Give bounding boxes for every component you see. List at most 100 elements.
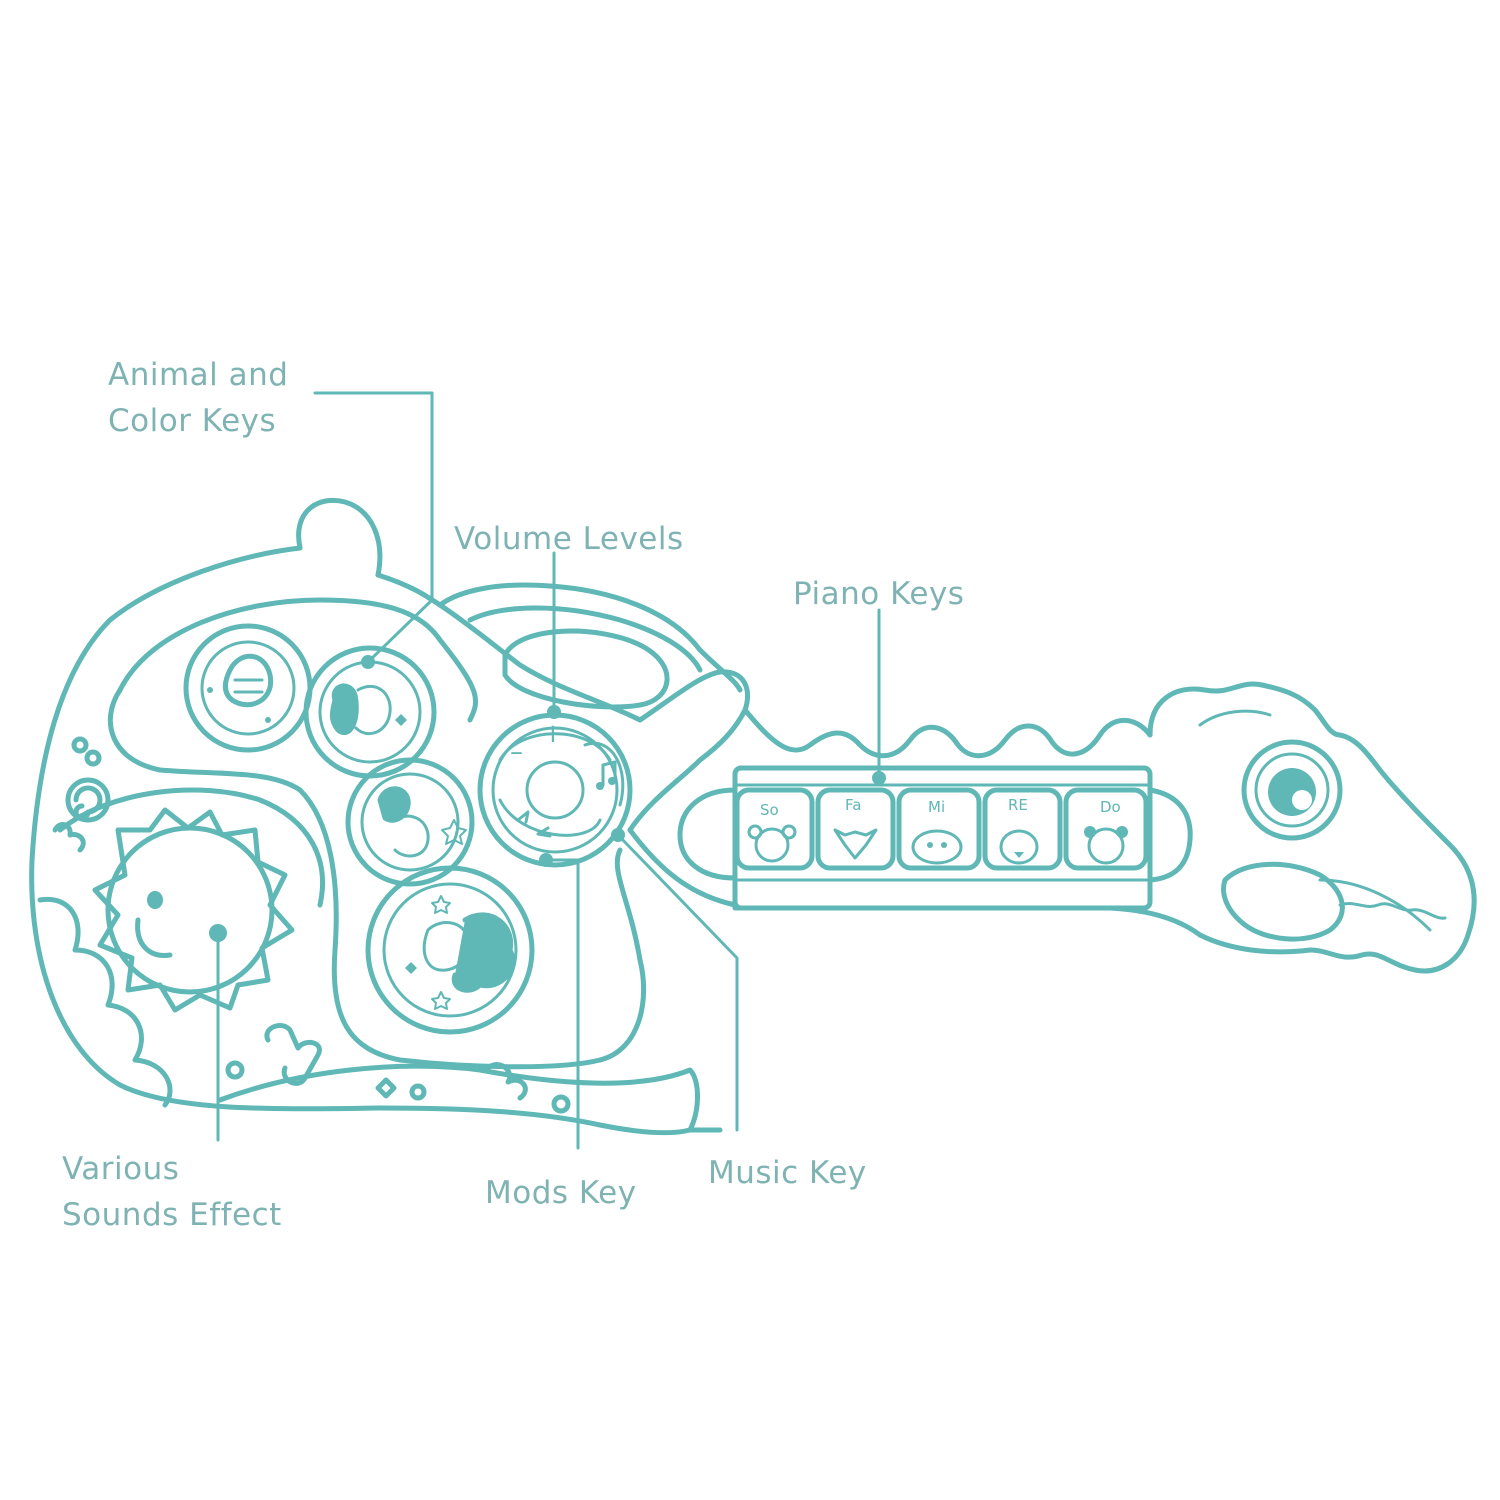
- horn-hole: [502, 628, 670, 710]
- bird-icon: [999, 829, 1039, 865]
- star-icon: [431, 895, 451, 914]
- dino-eye-icon: [1241, 739, 1343, 841]
- sun-face-icon: [57, 787, 325, 1013]
- neck-spikes: [742, 707, 1153, 759]
- label-various-sounds-effect: Various Sounds Effect: [62, 1146, 282, 1238]
- body-outline-top: [375, 572, 643, 723]
- piano-key-mi: Mi: [896, 787, 982, 871]
- animal-key-chick: [345, 757, 475, 887]
- heart-icon: [395, 714, 407, 726]
- inner-body-lower: [107, 687, 603, 1070]
- guitar-neck: [627, 707, 1203, 938]
- guitar-body: [29, 497, 751, 1136]
- cow-icon: [329, 683, 359, 735]
- leader-dot: [872, 771, 886, 785]
- label-volume-levels: Volume Levels: [454, 521, 684, 557]
- heart-icon: [405, 962, 417, 974]
- inner-body-right: [597, 847, 647, 1063]
- decor-bone: [485, 1062, 528, 1101]
- scalloped-edge: [37, 896, 173, 1108]
- heart-icon: [375, 1077, 397, 1099]
- panda-icon: [1087, 827, 1125, 865]
- volume-key: [498, 732, 612, 762]
- flower-icon: [441, 819, 467, 845]
- sun-disk: [105, 825, 275, 995]
- piano-note-so: So: [760, 801, 779, 819]
- dino-cheek: [1221, 861, 1345, 942]
- inner-body-top: [117, 597, 478, 723]
- leader-music-key: [616, 833, 739, 1132]
- decor-dot: [84, 749, 102, 767]
- piano-note-fa: Fa: [845, 796, 861, 814]
- leader-dot: [361, 655, 375, 669]
- leader-mods-key: [544, 858, 580, 1150]
- koala-icon: [754, 827, 790, 863]
- piano-keys: So Fa Mi RE Do: [734, 787, 1149, 871]
- animal-key-sheep: [365, 865, 535, 1035]
- decor-bone: [52, 822, 86, 853]
- sun-rays: [92, 807, 295, 1013]
- control-dial: – +: [477, 712, 633, 868]
- piano-key-re: RE: [982, 787, 1063, 871]
- sun-surround: [57, 787, 325, 908]
- horn-outline: [437, 582, 743, 693]
- piano-key-do: Do: [1063, 787, 1149, 871]
- volume-minus-symbol: –: [510, 737, 523, 767]
- piano-key-so: So: [734, 787, 815, 871]
- neck-underside: [732, 905, 1203, 938]
- music-key: [583, 741, 625, 807]
- loop-arrows-icon: [516, 810, 552, 838]
- decor-dot: [551, 1094, 571, 1114]
- decor-dot: [225, 1060, 245, 1080]
- body-top-bump: [296, 497, 383, 578]
- piano-note-mi: Mi: [928, 798, 945, 816]
- dino-teeth: [1338, 902, 1447, 920]
- label-line: Color Keys: [108, 403, 277, 439]
- horn-inner: [467, 605, 703, 673]
- dino-mouth: [1318, 878, 1432, 932]
- dial-center: [525, 760, 585, 820]
- piano-note-do: Do: [1100, 798, 1121, 816]
- label-line: Various: [62, 1151, 180, 1187]
- label-piano-keys: Piano Keys: [793, 576, 965, 612]
- sheep-icon: [451, 912, 516, 993]
- piano-key-fa: Fa: [815, 787, 896, 871]
- neck-base: [627, 827, 738, 908]
- leader-animal-color-keys: [313, 391, 434, 664]
- bottom-lobe: [217, 1063, 700, 1133]
- neck-end-left: [677, 787, 738, 881]
- leader-dot: [539, 853, 553, 867]
- hamster-icon: [911, 829, 963, 865]
- label-line: Sounds Effect: [62, 1197, 282, 1233]
- decor-dot: [409, 1083, 427, 1101]
- animal-color-keys: [183, 623, 535, 1035]
- neck-end-right: [1147, 787, 1193, 883]
- fox-icon: [833, 828, 878, 860]
- star-icon: [431, 991, 451, 1010]
- dino-head-outline: [1147, 681, 1477, 974]
- dino-brow: [1198, 709, 1272, 727]
- decor-dot: [71, 736, 89, 754]
- leader-dot: [547, 705, 561, 719]
- music-note-icon: [601, 760, 617, 787]
- callout-lines: [216, 391, 886, 1150]
- label-mods-key: Mods Key: [485, 1175, 637, 1211]
- label-animal-color-keys: Animal and Color Keys: [108, 352, 288, 444]
- leader-dot: [611, 828, 625, 842]
- volume-plus-symbol: +: [542, 719, 564, 749]
- dino-jaw: [1197, 932, 1313, 955]
- piano-note-re: RE: [1008, 796, 1028, 814]
- pig-icon: [222, 653, 274, 708]
- label-music-key: Music Key: [708, 1155, 867, 1191]
- sun-eye: [147, 891, 163, 909]
- dino-head: [1147, 681, 1477, 974]
- label-line: Animal and: [108, 357, 289, 393]
- mods-key: [498, 798, 602, 837]
- body-outline-left: [29, 545, 723, 1136]
- sun-eye: [209, 924, 227, 942]
- animal-key-pig: [183, 623, 313, 753]
- chick-icon: [377, 786, 411, 823]
- decor-bone: [264, 1023, 322, 1086]
